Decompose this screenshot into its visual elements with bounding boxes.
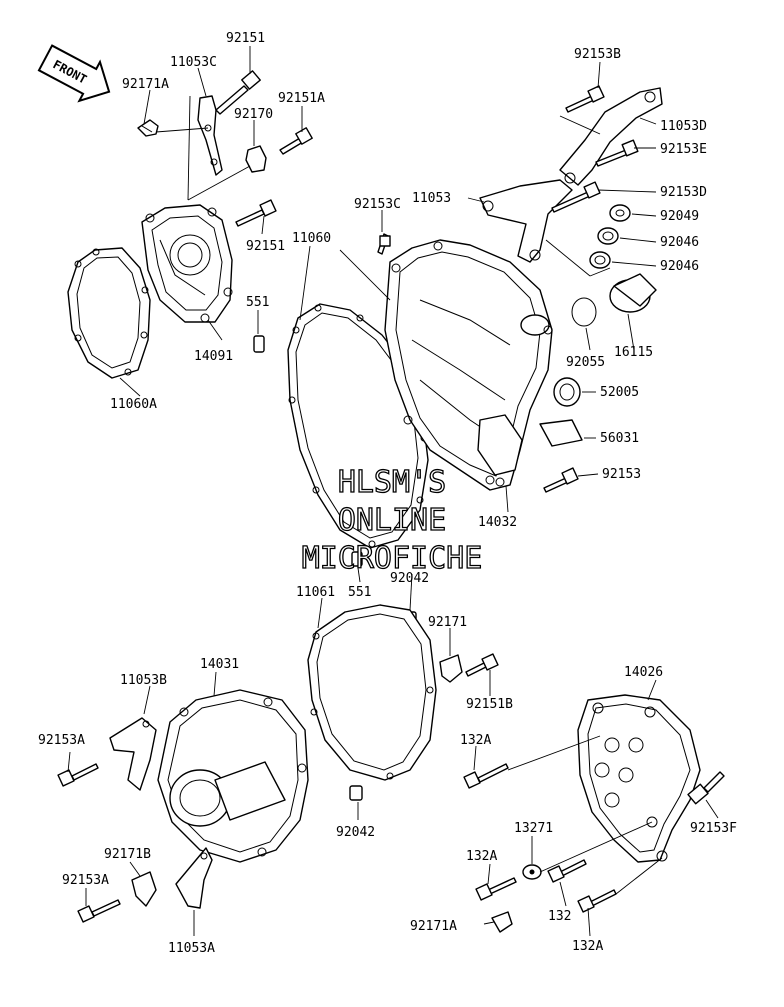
label-11053b: 11053B [120,673,167,688]
clip-92171b [131,871,157,907]
label-551-top: 551 [246,295,269,310]
bolt-92151-top [215,70,261,115]
leader-lines [67,46,719,937]
watermark-line1: HLSM'S [338,465,446,500]
cover-14091 [141,204,233,323]
label-92153c: 92153C [354,197,401,212]
label-11053d: 11053D [660,119,707,134]
label-132a-mid: 132A [466,849,497,864]
label-92170: 92170 [234,107,273,122]
seal-52005 [553,377,581,407]
label-13271: 13271 [514,821,553,836]
bolt-92153a-bot [77,899,121,923]
label-92171a-top: 92171A [122,77,169,92]
label-11053: 11053 [412,191,451,206]
label-92055: 92055 [566,355,605,370]
bolt-92153c [377,233,391,255]
clamp-92170 [245,145,267,173]
label-56031: 56031 [600,431,639,446]
label-92153a-top: 92153A [38,733,85,748]
label-92046-a: 92046 [660,235,699,250]
label-92153f: 92153F [690,821,737,836]
label-92153a-bot: 92153A [62,873,109,888]
label-92171a-bot: 92171A [410,919,457,934]
bolt-92151b [465,653,499,677]
bolt-92153f [687,771,725,805]
label-92153: 92153 [602,467,641,482]
front-arrow-icon: FRONT [37,44,111,103]
clip-92171 [439,654,463,683]
bolt-92151-mid [235,199,277,227]
bolt-92151a [279,127,313,155]
label-551-bot: 551 [348,585,371,600]
gasket-11060a [67,247,151,379]
label-14091: 14091 [194,349,233,364]
bolt-92153b [565,85,605,113]
label-92042-bot: 92042 [336,825,375,840]
dowel-92042-bot [349,785,363,801]
label-14031: 14031 [200,657,239,672]
bracket-11053 [479,179,573,263]
label-56031 [539,419,583,447]
label-92151b: 92151B [466,697,513,712]
gasket-11061 [307,604,437,781]
bushing-92049 [609,204,631,222]
label-92153b: 92153B [574,47,621,62]
label-52005: 52005 [600,385,639,400]
label-11053a: 11053A [168,941,215,956]
bolt-132a-mid [475,877,517,901]
clutch-cover-14032 [384,239,553,491]
bracket-11053a [175,847,213,909]
bolt-92153e [595,139,639,167]
watermark-line2: ONLINE [338,503,446,538]
label-14032: 14032 [478,515,517,530]
generator-cover-14031 [157,689,309,863]
label-92171b: 92171B [104,847,151,862]
label-92042-top: 92042 [390,571,429,586]
label-132: 132 [548,909,571,924]
label-14026: 14026 [624,665,663,680]
label-92151-mid: 92151 [246,239,285,254]
bracket-11053b [109,717,157,791]
clip-92171a-bot [491,911,513,933]
label-92151-top: 92151 [226,31,265,46]
bolt-132a-bot [577,889,617,913]
watermark: HLSM'S ONLINE MICROFICHE [301,464,483,576]
dowel-551-top [253,335,265,353]
label-132a-top: 132A [460,733,491,748]
cap-16115 [609,273,657,313]
bolt-92153d [551,181,601,213]
label-92153d: 92153D [660,185,707,200]
watermark-line3: MICROFICHE [302,541,483,576]
bearing-92046-b [589,251,611,269]
clip-92171a-top [137,119,159,137]
label-92151a: 92151A [278,91,325,106]
dowel-551-bot [351,551,363,567]
part-labels: 92151 11053C 92171A 92170 92151A 92151 1… [38,31,737,956]
label-132a-bot: 132A [572,939,603,954]
label-16115: 16115 [614,345,653,360]
label-92049: 92049 [660,209,699,224]
label-11061: 11061 [296,585,335,600]
label-92046-b: 92046 [660,259,699,274]
bearing-92046-a [597,227,619,245]
label-11060: 11060 [292,231,331,246]
cover-14026 [577,694,701,863]
bolt-132a-top [463,763,509,789]
label-11060a: 11060A [110,397,157,412]
bolt-92153 [543,467,579,493]
oring-92055 [571,297,597,327]
label-92171: 92171 [428,615,467,630]
bracket-11053d [559,87,663,186]
bolt-132 [547,859,587,883]
label-92153e: 92153E [660,142,707,157]
bolt-92153a-top [57,763,99,787]
washer-13271 [522,864,542,880]
label-11053c: 11053C [170,55,217,70]
